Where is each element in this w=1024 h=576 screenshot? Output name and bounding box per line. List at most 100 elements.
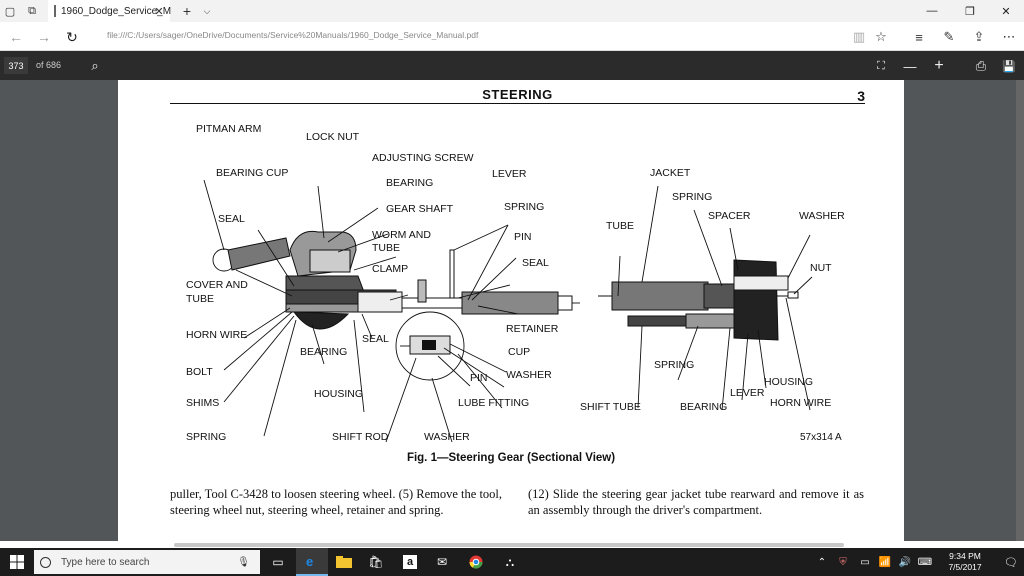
label-housing-r: HOUSING [764,376,813,388]
fit-page-icon[interactable]: ⛶ [877,59,885,72]
label-washer-bottom: WASHER [424,431,470,443]
amazon-logo-icon: a [403,555,417,569]
action-center-icon[interactable]: 🗨 [1004,556,1018,569]
chrome-logo-icon [469,555,483,569]
restore-button[interactable]: ❐ [965,5,975,18]
network-icon[interactable]: 📶 [878,556,892,568]
cortana-icon [40,556,51,568]
label-cup: CUP [508,346,530,358]
show-hidden-icons-icon[interactable]: ⌃ [817,556,827,568]
address-bar: ← → ↻ file:///C:/Users/sager/OneDrive/Do… [0,22,1024,51]
label-bolt: BOLT [186,366,213,378]
label-lube-fitting: LUBE FITTING [458,397,529,409]
refresh-button[interactable]: ↻ [66,28,78,45]
label-cover-tube: TUBE [186,293,214,305]
tab-title: 1960_Dodge_Service_M [61,5,172,17]
microphone-icon[interactable]: 🎙 [237,556,250,568]
label-bearing-cup: BEARING CUP [216,167,288,179]
label-pitman-arm: PITMAN ARM [196,123,261,135]
mail-icon[interactable]: ✉ [436,555,448,569]
close-window-button[interactable]: ✕ [1001,5,1011,18]
left-assembly-drawing [212,230,580,381]
label-bearing-r: BEARING [680,401,727,413]
file-explorer-icon[interactable] [328,548,360,576]
section-title: STEERING [482,87,553,102]
label-horn-wire-left: HORN WIRE [186,329,247,341]
tab-list-icon[interactable]: ⌵ [203,5,211,16]
task-view-icon[interactable]: ▭ [272,555,284,569]
print-icon[interactable]: ⎙ [975,58,987,73]
label-shift-tube: SHIFT TUBE [580,401,641,413]
label-tube: TUBE [372,242,400,254]
keyboard-icon[interactable]: ⌨ [917,556,933,568]
more-icon[interactable]: ⋯ [1002,29,1016,44]
label-spring-r1: SPRING [672,191,712,203]
label-washer-r: WASHER [799,210,845,222]
taskbar-clock[interactable]: 9:34 PM 7/5/2017 [940,551,990,573]
label-seal-mid: SEAL [362,333,389,345]
tab-actions-icon[interactable]: ▢ [4,5,16,18]
set-aside-tabs-icon[interactable]: ⧉ [28,4,36,17]
right-assembly-drawing [598,259,799,341]
windows-logo-icon [10,555,24,569]
label-lock-nut: LOCK NUT [306,131,360,143]
label-pin-mid: PIN [470,372,488,384]
zoom-out-icon[interactable]: — [903,58,917,74]
browser-tab[interactable]: 1960_Dodge_Service_M [48,0,172,22]
label-bearing-mid: BEARING [300,346,347,358]
start-button[interactable] [0,548,34,576]
hub-icon[interactable]: ≡ [915,29,923,45]
tab-close-icon[interactable]: ✕ [154,5,164,18]
minimize-button[interactable]: — [926,5,938,17]
document-viewport[interactable]: STEERING 3 [0,80,1024,541]
chrome-icon[interactable] [460,548,492,576]
volume-icon[interactable]: 🔊 [898,556,912,568]
label-shims: SHIMS [186,397,219,409]
svg-text:e: e [306,554,313,568]
body-text-right: (12) Slide the steering gear jacket tube… [528,487,864,517]
horizontal-scrollbar[interactable] [174,543,844,547]
url-field[interactable]: file:///C:/Users/sager/OneDrive/Document… [107,30,479,40]
edge-app-icon[interactable]: e [296,548,328,576]
share-icon[interactable]: ⇪ [973,29,985,44]
reading-view-icon[interactable]: ▥ [852,29,866,44]
label-jacket: JACKET [650,167,691,179]
maps-app-icon[interactable]: ⛬ [505,554,515,569]
security-shield-icon[interactable]: ⛨ [839,556,847,568]
pen-icon[interactable]: ✎ [943,29,955,44]
steering-gear-diagram: PITMAN ARM LOCK NUT ADJUSTING SCREW BEAR… [186,123,845,443]
edge-logo-icon: e [306,554,313,568]
star-icon[interactable]: ☆ [875,29,887,44]
taskbar: Type here to search 🎙 ▭ e 🛍 a ✉ ⛬ ⌃ ⛨ ▭ … [0,548,1024,576]
tablet-mode-icon[interactable]: ▭ [860,556,870,568]
label-spring-r2: SPRING [654,359,694,371]
store-icon[interactable]: 🛍 [368,555,384,569]
diagram-labels: PITMAN ARM LOCK NUT ADJUSTING SCREW BEAR… [186,123,845,443]
search-icon[interactable]: ⌕ [91,58,99,73]
zoom-in-icon[interactable]: + [934,57,944,74]
back-button[interactable]: ← [9,29,23,45]
label-retainer: RETAINER [506,323,559,335]
label-washer-mid: WASHER [506,369,552,381]
leader-lines [203,179,813,443]
label-spring-top: SPRING [504,201,544,213]
new-tab-icon[interactable]: + [182,3,192,19]
clock-time: 9:34 PM [949,551,981,561]
amazon-icon[interactable]: a [394,548,426,576]
taskbar-search[interactable]: Type here to search 🎙 [34,550,260,574]
label-lever-top: LEVER [492,168,527,180]
label-tube-r: TUBE [606,220,634,232]
pdf-toolbar: 373 of 686 ⌕ ⛶ — + ⎙ 💾 [0,51,1024,80]
vertical-scrollbar[interactable] [1016,80,1024,541]
clock-date: 7/5/2017 [948,562,982,572]
page-number: 3 [857,88,865,104]
label-shift-rod: SHIFT ROD [332,431,389,443]
figure-caption: Fig. 1—Steering Gear (Sectional View) [406,452,616,464]
label-cover-and: COVER AND [186,279,248,291]
save-icon[interactable]: 💾 [1002,60,1016,73]
page-number-input[interactable]: 373 [4,57,28,74]
forward-button[interactable]: → [37,29,51,45]
label-gear-shaft: GEAR SHAFT [386,203,454,215]
label-bearing-top: BEARING [386,177,433,189]
title-bar: ▢ ⧉ 1960_Dodge_Service_M ✕ + ⌵ — ❐ ✕ [0,0,1024,22]
